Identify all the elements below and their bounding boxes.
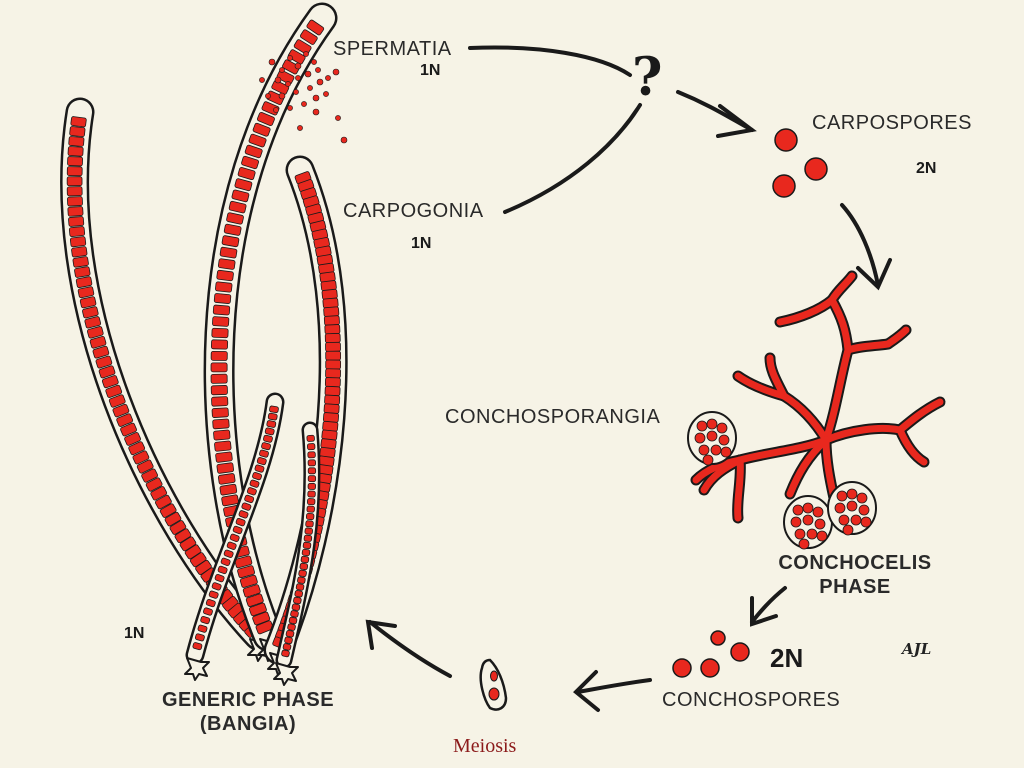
conchosporangia-label: CONCHOSPORANGIA	[445, 406, 661, 428]
conchospores-cells	[672, 630, 750, 678]
sporangium-lower	[783, 495, 833, 550]
filament-thin-right	[273, 421, 321, 686]
carpospores-to-conchocelis-arrowhead	[856, 258, 892, 291]
generic-phase-ploidy: 1N	[124, 625, 145, 642]
artist-signature: AJL	[902, 640, 932, 658]
conchocelis-to-conchospores-arrowhead	[750, 596, 778, 627]
carpogonia-to-question-arrow	[503, 103, 642, 214]
carpogonia-ploidy: 1N	[411, 235, 432, 252]
sporangium-right	[827, 481, 877, 536]
filament-tall	[203, 2, 338, 662]
filament-thin-right-holdfast	[273, 662, 299, 686]
conchocelis-branches	[690, 270, 946, 524]
spermatia-to-question-arrow	[468, 45, 632, 77]
sporangium-left	[687, 411, 737, 466]
filament-thin-cross	[184, 392, 285, 681]
cycle-arrows	[365, 45, 892, 712]
conchospores-to-germling-arrow	[576, 678, 652, 694]
germling-cell	[479, 658, 508, 711]
conchospores-to-germling-arrowhead	[573, 670, 600, 712]
question-mark-symbol: ?	[632, 47, 663, 108]
question-to-carpospores-arrow	[676, 90, 754, 132]
carpospores-ploidy: 2N	[916, 160, 937, 177]
conchosporangia-clusters	[687, 411, 877, 550]
meiosis-caption: Meiosis	[453, 735, 517, 757]
germling-to-generic-arrowhead	[365, 619, 397, 650]
conchocelis-label-line2: PHASE	[819, 576, 891, 598]
germling-to-generic-arrow	[368, 620, 452, 678]
conchocelis-to-conchospores-arrow	[750, 586, 787, 624]
carpospores-cells	[772, 128, 828, 198]
generic-phase-line1: GENERIC PHASE	[161, 689, 335, 711]
spermatia-label: SPERMATIA	[333, 38, 452, 60]
bangia-filaments	[60, 2, 348, 686]
carpogonia-label: CARPOGONIA	[343, 200, 484, 222]
filament-thin-cross-holdfast	[184, 657, 210, 681]
conchocelis-label-line1: CONCHOCELIS	[778, 552, 932, 574]
carpospores-to-conchocelis-arrow	[840, 203, 880, 287]
generic-phase-line2: (BANGIA)	[199, 713, 297, 735]
carpospores-label: CARPOSPORES	[812, 112, 972, 134]
generic-phase-label: GENERIC PHASE (BANGIA)	[138, 688, 358, 736]
conchospores-ploidy: 2N	[770, 643, 804, 673]
conchocelis-phase-label: CONCHOCELIS PHASE	[760, 551, 950, 599]
spermatia-dots	[259, 51, 348, 144]
spermatia-ploidy: 1N	[420, 62, 441, 79]
conchospores-label: CONCHOSPORES	[662, 689, 841, 711]
question-to-carpospores-arrowhead	[716, 104, 757, 138]
